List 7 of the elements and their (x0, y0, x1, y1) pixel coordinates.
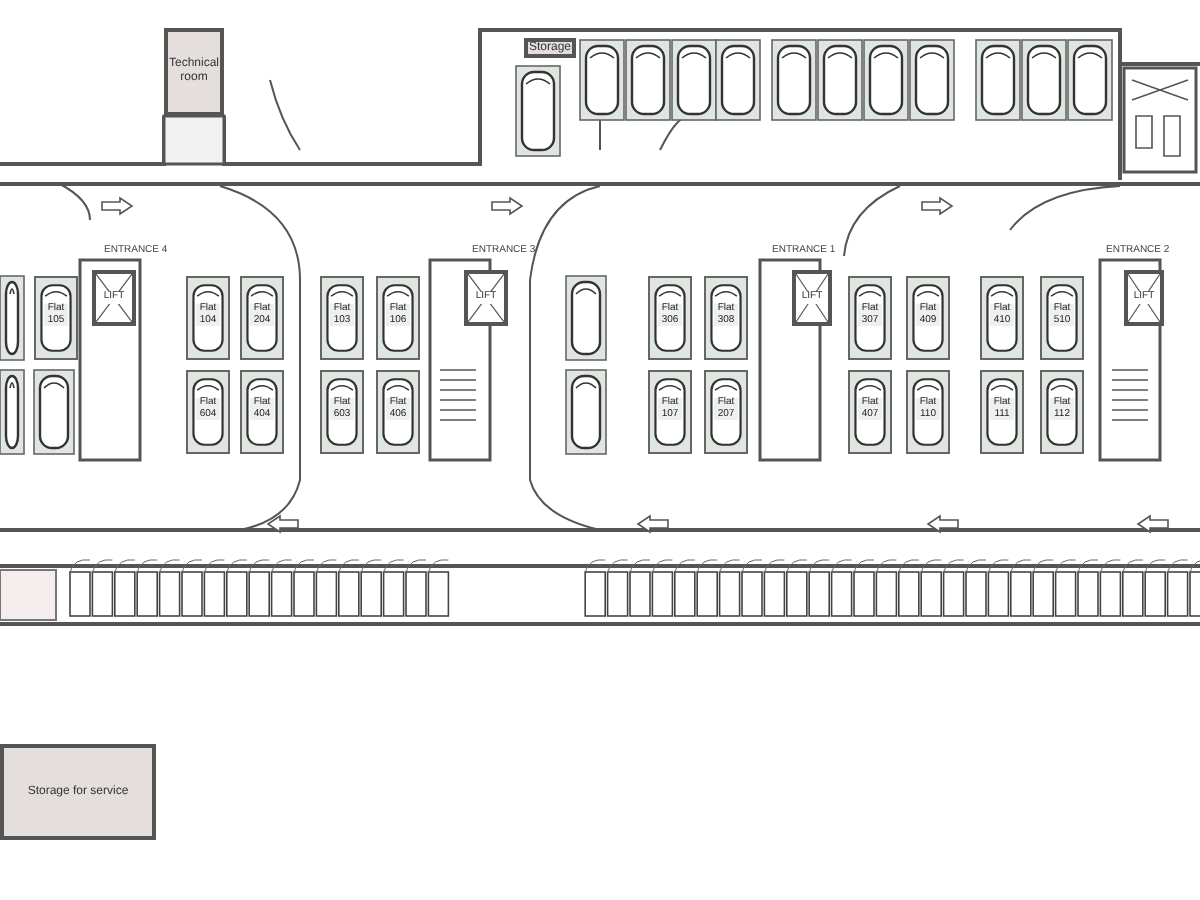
room-box (524, 38, 576, 58)
lift-shaft (792, 270, 832, 326)
room-box (164, 28, 224, 116)
lift-shaft (1124, 270, 1164, 326)
lift-shaft (464, 270, 508, 326)
lift-shaft (92, 270, 136, 326)
room-box (0, 744, 156, 840)
